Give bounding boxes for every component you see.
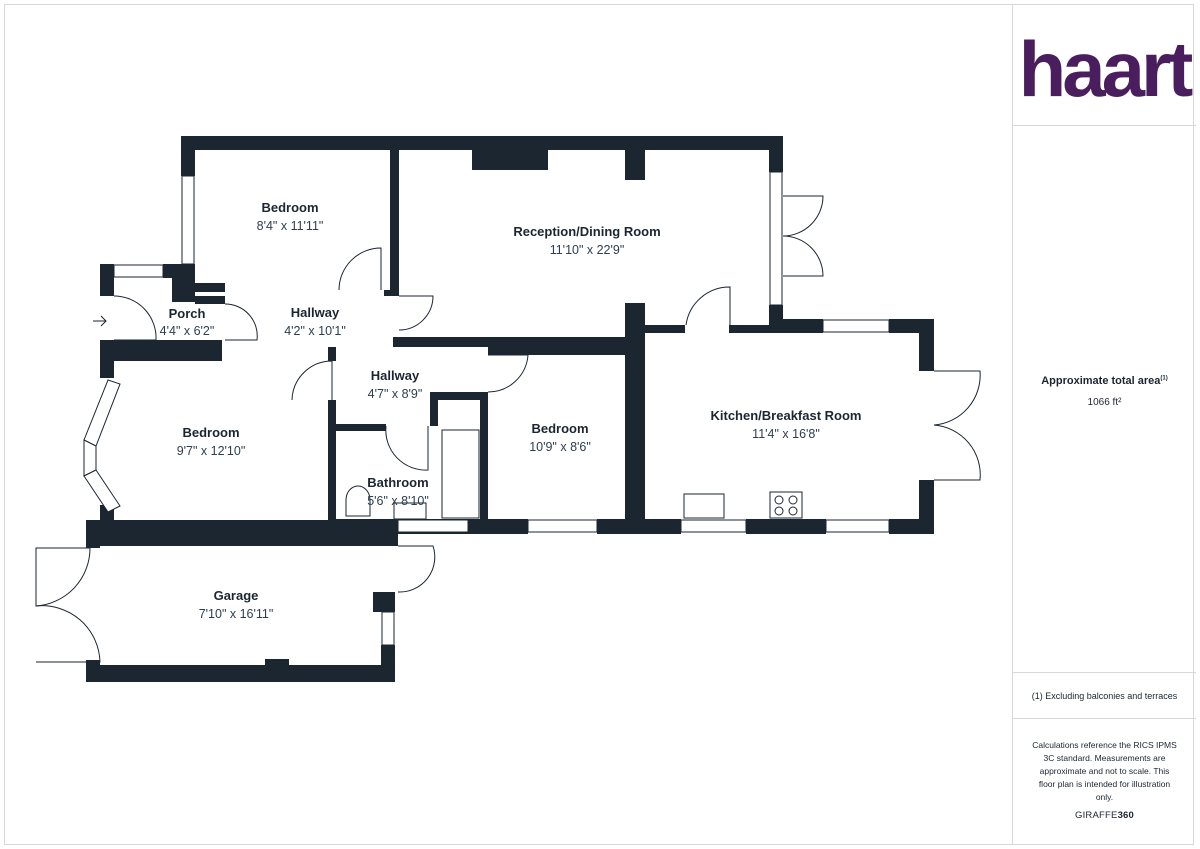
divider bbox=[1013, 125, 1196, 126]
area-title: Approximate total area(1) bbox=[1013, 375, 1196, 387]
room-name: Garage bbox=[214, 588, 259, 603]
floor-plan: Bedroom 8'4" x 11'11" Reception/Dining R… bbox=[35, 136, 981, 682]
room-name: Porch bbox=[169, 306, 206, 321]
room-dims: 10'9" x 8'6" bbox=[529, 440, 591, 454]
room-name: Bathroom bbox=[367, 475, 428, 490]
room-name: Bedroom bbox=[531, 421, 588, 436]
room-dims: 4'2" x 10'1" bbox=[284, 324, 346, 338]
basin-icon bbox=[393, 502, 427, 520]
room-dims: 4'7" x 8'9" bbox=[368, 387, 423, 401]
room-dims: 5'6" x 8'10" bbox=[367, 494, 429, 508]
logo-text: haart bbox=[1019, 25, 1194, 113]
room-dims: 9'7" x 12'10" bbox=[177, 444, 246, 458]
divider bbox=[1013, 718, 1196, 719]
room-dims: 11'10" x 22'9" bbox=[550, 243, 625, 257]
footnote: (1) Excluding balconies and terraces bbox=[1031, 691, 1178, 701]
hob-icon bbox=[769, 491, 803, 519]
giraffe360-credit: GIRAFFE360 bbox=[1013, 810, 1196, 821]
credit-prefix: GIRAFFE bbox=[1074, 810, 1118, 821]
entrance-arrow-icon bbox=[93, 315, 107, 327]
room-dims: 7'10" x 16'11" bbox=[199, 607, 274, 621]
doors bbox=[35, 195, 981, 663]
room-name: Kitchen/Breakfast Room bbox=[711, 408, 862, 423]
room-dims: 11'4" x 16'8" bbox=[752, 427, 820, 441]
disclaimer: Calculations reference the RICS IPMS 3C … bbox=[1032, 740, 1177, 802]
room-name: Bedroom bbox=[261, 200, 318, 215]
toilet-icon bbox=[345, 485, 371, 517]
room-name: Hallway bbox=[291, 305, 340, 320]
fixtures bbox=[345, 429, 803, 520]
info-sidebar: haart Approximate total area(1) 1066 ft²… bbox=[1012, 4, 1196, 845]
kitchen-sink-icon bbox=[683, 493, 725, 519]
page-frame bbox=[4, 4, 1194, 845]
walls bbox=[86, 136, 934, 682]
haart-logo: haart bbox=[1019, 25, 1196, 113]
area-note-marker: (1) bbox=[1160, 375, 1168, 382]
room-name: Reception/Dining Room bbox=[513, 224, 660, 239]
bathtub-icon bbox=[441, 429, 480, 519]
divider bbox=[1013, 672, 1196, 673]
room-dims: 4'4" x 6'2" bbox=[160, 324, 215, 338]
room-labels: Bedroom 8'4" x 11'11" Reception/Dining R… bbox=[160, 200, 862, 621]
room-name: Bedroom bbox=[182, 425, 239, 440]
area-value: 1066 ft² bbox=[1087, 397, 1122, 408]
room-dims: 8'4" x 11'11" bbox=[257, 219, 324, 233]
area-title-text: Approximate total area bbox=[1041, 375, 1161, 387]
windows bbox=[83, 171, 890, 646]
room-name: Hallway bbox=[371, 368, 420, 383]
credit-suffix: 360 bbox=[1117, 810, 1135, 821]
